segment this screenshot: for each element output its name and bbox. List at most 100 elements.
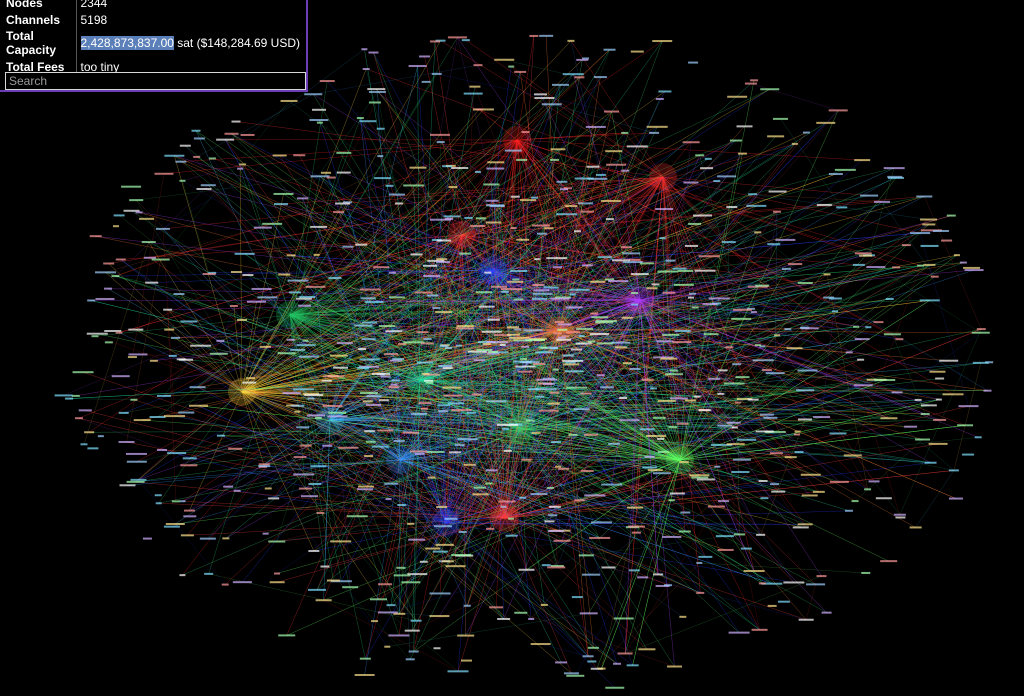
node-label[interactable] bbox=[747, 398, 759, 401]
node-label[interactable] bbox=[801, 494, 818, 497]
node-label[interactable] bbox=[800, 327, 819, 330]
node-label[interactable] bbox=[556, 213, 578, 216]
node-label[interactable] bbox=[86, 332, 108, 335]
node-label[interactable] bbox=[393, 612, 406, 615]
node-label[interactable] bbox=[769, 452, 783, 455]
node-label[interactable] bbox=[504, 149, 522, 152]
node-label[interactable] bbox=[649, 131, 660, 134]
node-label[interactable] bbox=[580, 392, 592, 395]
node-label[interactable] bbox=[756, 533, 766, 536]
node-label[interactable] bbox=[359, 657, 371, 660]
node-label[interactable] bbox=[474, 170, 481, 173]
node-label[interactable] bbox=[914, 398, 922, 401]
node-label[interactable] bbox=[704, 157, 712, 160]
node-label[interactable] bbox=[441, 560, 454, 563]
node-label[interactable] bbox=[135, 211, 143, 214]
node-label[interactable] bbox=[304, 394, 324, 397]
node-label[interactable] bbox=[660, 357, 678, 360]
node-label[interactable] bbox=[605, 150, 623, 153]
node-label[interactable] bbox=[693, 214, 713, 217]
node-label[interactable] bbox=[179, 574, 186, 577]
node-label[interactable] bbox=[403, 184, 425, 187]
node-label[interactable] bbox=[405, 658, 415, 661]
node-label[interactable] bbox=[288, 291, 301, 294]
node-label[interactable] bbox=[546, 486, 554, 489]
node-label[interactable] bbox=[731, 317, 752, 320]
node-label[interactable] bbox=[800, 473, 821, 476]
node-label[interactable] bbox=[851, 500, 859, 503]
node-label[interactable] bbox=[510, 270, 528, 273]
node-label[interactable] bbox=[329, 354, 348, 357]
node-label[interactable] bbox=[641, 378, 654, 381]
node-label[interactable] bbox=[454, 444, 465, 447]
node-label[interactable] bbox=[532, 283, 545, 286]
node-label[interactable] bbox=[286, 254, 296, 257]
node-label[interactable] bbox=[873, 321, 884, 324]
node-label[interactable] bbox=[171, 500, 180, 503]
node-label[interactable] bbox=[333, 211, 345, 214]
node-label[interactable] bbox=[631, 303, 639, 306]
node-label[interactable] bbox=[689, 292, 697, 295]
node-label[interactable] bbox=[939, 359, 959, 362]
node-label[interactable] bbox=[269, 581, 285, 584]
node-label[interactable] bbox=[587, 177, 608, 180]
node-label[interactable] bbox=[377, 583, 392, 586]
node-label[interactable] bbox=[427, 294, 439, 297]
node-label[interactable] bbox=[429, 218, 451, 221]
node-label[interactable] bbox=[420, 342, 434, 345]
node-label[interactable] bbox=[208, 157, 216, 160]
node-label[interactable] bbox=[463, 604, 471, 607]
node-label[interactable] bbox=[621, 316, 633, 319]
node-label[interactable] bbox=[651, 283, 660, 286]
node-label[interactable] bbox=[221, 583, 229, 586]
node-label[interactable] bbox=[758, 582, 766, 585]
node-label[interactable] bbox=[179, 144, 191, 147]
node-label[interactable] bbox=[436, 141, 445, 144]
node-label[interactable] bbox=[179, 179, 186, 182]
node-label[interactable] bbox=[74, 417, 83, 420]
node-label[interactable] bbox=[550, 297, 570, 300]
node-label[interactable] bbox=[828, 173, 843, 176]
node-label[interactable] bbox=[451, 409, 472, 412]
node-label[interactable] bbox=[455, 344, 462, 347]
node-label[interactable] bbox=[384, 645, 391, 648]
node-label[interactable] bbox=[487, 352, 500, 355]
node-label[interactable] bbox=[121, 185, 142, 188]
node-label[interactable] bbox=[65, 397, 74, 400]
node-label[interactable] bbox=[696, 478, 715, 481]
node-label[interactable] bbox=[80, 443, 88, 446]
node-label[interactable] bbox=[611, 341, 631, 344]
node-label[interactable] bbox=[437, 239, 452, 242]
node-label[interactable] bbox=[959, 261, 967, 264]
node-label[interactable] bbox=[553, 539, 571, 542]
node-label[interactable] bbox=[486, 527, 495, 530]
node-label[interactable] bbox=[128, 353, 148, 356]
node-label[interactable] bbox=[662, 291, 676, 294]
node-label[interactable] bbox=[368, 51, 379, 54]
node-label[interactable] bbox=[228, 447, 243, 450]
node-label[interactable] bbox=[637, 576, 649, 579]
node-label[interactable] bbox=[536, 378, 558, 381]
node-label[interactable] bbox=[904, 425, 918, 428]
node-label[interactable] bbox=[760, 497, 769, 500]
node-label[interactable] bbox=[674, 329, 691, 332]
node-label[interactable] bbox=[761, 369, 772, 372]
graph-nodes[interactable] bbox=[54, 34, 994, 689]
node-label[interactable] bbox=[829, 480, 849, 483]
node-label[interactable] bbox=[156, 448, 167, 451]
node-label[interactable] bbox=[784, 328, 792, 331]
node-label[interactable] bbox=[530, 493, 548, 496]
node-label[interactable] bbox=[574, 76, 585, 79]
node-label[interactable] bbox=[280, 99, 298, 102]
node-label[interactable] bbox=[115, 258, 126, 261]
node-label[interactable] bbox=[534, 97, 555, 100]
node-label[interactable] bbox=[652, 416, 666, 419]
node-label[interactable] bbox=[556, 338, 572, 341]
node-label[interactable] bbox=[470, 224, 486, 227]
node-label[interactable] bbox=[579, 612, 598, 615]
node-label[interactable] bbox=[646, 125, 668, 128]
node-label[interactable] bbox=[797, 281, 813, 284]
node-label[interactable] bbox=[613, 662, 622, 665]
node-label[interactable] bbox=[521, 345, 530, 348]
node-label[interactable] bbox=[371, 620, 379, 623]
